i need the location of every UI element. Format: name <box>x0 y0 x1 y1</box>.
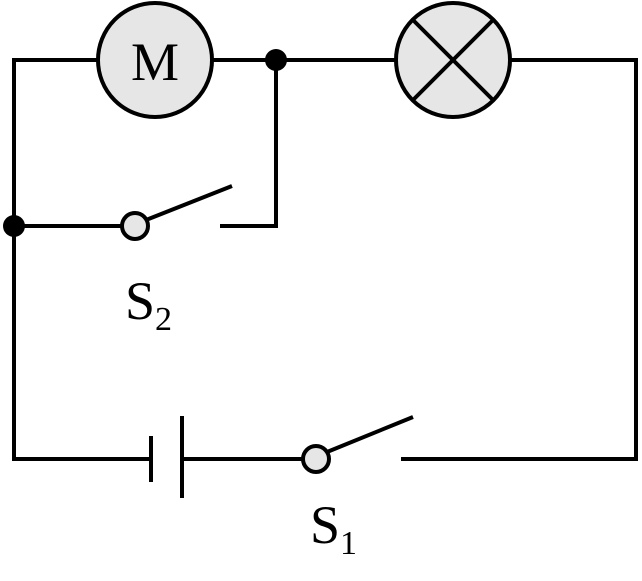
switch-s2-blade <box>145 184 233 222</box>
switch-s1-pivot <box>301 444 331 474</box>
switch-s2-label-subscript: 2 <box>155 301 172 338</box>
switch-s2: S2 <box>120 184 233 338</box>
switch-s1-blade <box>326 415 414 454</box>
switch-s2-label-letter: S <box>125 271 155 331</box>
junction-dot-left <box>3 215 25 237</box>
switch-s2-pivot <box>120 211 150 241</box>
junction-dot-top <box>265 49 287 71</box>
switch-s1: S1 <box>301 415 414 562</box>
battery <box>149 416 184 498</box>
switch-s1-label-letter: S <box>310 495 340 555</box>
motor-circle <box>96 1 214 119</box>
switch-s1-label-subscript: 1 <box>340 525 357 562</box>
lamp <box>394 1 512 119</box>
switch-s2-label: S2 <box>125 271 172 338</box>
motor: M <box>96 1 214 119</box>
motor-symbol: M <box>131 32 179 92</box>
lamp-cross-b <box>411 18 495 102</box>
switch-s1-label: S1 <box>310 495 357 562</box>
